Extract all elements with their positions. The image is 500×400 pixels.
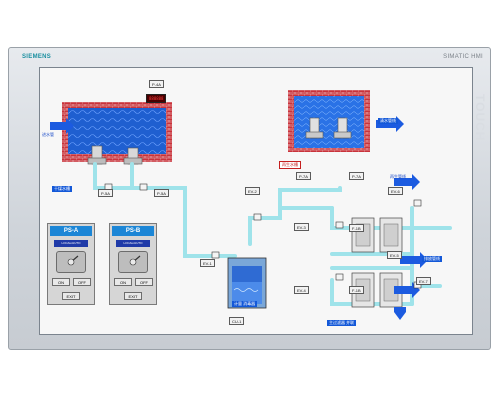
control-panel-ps-a: PS-A LOCAL/AUTO ON OFF EXIT xyxy=(47,223,95,305)
off-button[interactable]: OFF xyxy=(135,278,153,286)
valve-icon[interactable] xyxy=(335,221,344,229)
exit-button[interactable]: EXIT xyxy=(62,292,80,300)
tag-ev6: EV-6 xyxy=(388,187,403,195)
mixer-tank[interactable] xyxy=(227,257,267,309)
label-tank-right: 再生水槽 xyxy=(279,161,301,169)
tag-ev2: EV-2 xyxy=(245,187,260,195)
label-arrow-right-out: 清水管线 xyxy=(378,118,398,124)
off-button[interactable]: OFF xyxy=(73,278,91,286)
panel-title: PS-A xyxy=(50,226,92,236)
process-diagram xyxy=(50,90,452,320)
left-tank-water xyxy=(68,108,166,154)
tag-ev1: EV-1 xyxy=(200,259,215,267)
tag-f1b-2: F-1B xyxy=(349,286,364,294)
tag-cu1: CU-1 xyxy=(229,317,245,325)
tag-p5a-right: P-5A xyxy=(154,189,169,197)
tag-f1b: F-1B xyxy=(349,224,364,232)
tag-ev4: EV-4 xyxy=(294,286,309,294)
pump-icon[interactable] xyxy=(305,117,324,139)
pump-icon[interactable] xyxy=(333,117,352,139)
panel-title: PS-B xyxy=(112,226,154,236)
tag-ev7: EV-7 xyxy=(416,277,431,285)
valve-icon[interactable] xyxy=(413,199,422,207)
panel-status: LOCAL/AUTO xyxy=(54,240,88,247)
on-button[interactable]: ON xyxy=(114,278,132,286)
label-arrow-left-in: 进水管 xyxy=(42,132,54,137)
valve-icon[interactable] xyxy=(253,213,262,221)
label-arrow-right-bottom: 排放管线 xyxy=(422,256,442,262)
right-tank-water xyxy=(294,96,364,148)
tag-p7a-right: P-7A xyxy=(349,172,364,180)
tag-p7a-left: P-7A xyxy=(296,172,311,180)
touch-label: TOUCH xyxy=(473,94,487,142)
led-display: 888888 xyxy=(146,94,167,103)
valve-icon[interactable] xyxy=(139,183,148,191)
selector-dial[interactable] xyxy=(56,251,86,273)
tag-p5a-left: P-5A xyxy=(98,189,113,197)
tag-p4a: P-4A xyxy=(149,80,164,88)
on-button[interactable]: ON xyxy=(52,278,70,286)
hmi-screen: P-4A 888888 干煤水槽 进水管 P-5A P-5A 再生水槽 P-7A… xyxy=(39,67,473,335)
tag-ev5: EV-5 xyxy=(387,251,402,259)
selector-dial[interactable] xyxy=(118,251,148,273)
filter-vessel[interactable] xyxy=(379,217,403,253)
device-model: SIMATIC HMI xyxy=(443,54,483,60)
label-mixer: 计量 消毒器 xyxy=(232,301,258,307)
valve-icon[interactable] xyxy=(211,251,220,259)
valve-icon[interactable] xyxy=(335,273,344,281)
label-arrow-mid-right: 再生管线 xyxy=(390,174,406,179)
filter-vessel[interactable] xyxy=(379,272,403,308)
exit-button[interactable]: EXIT xyxy=(124,292,142,300)
panel-status: LOCAL/AUTO xyxy=(116,240,150,247)
control-panel-ps-b: PS-B LOCAL/AUTO ON OFF EXIT xyxy=(109,223,157,305)
brand-logo: SIEMENS xyxy=(22,54,52,60)
tag-ev3: EV-3 xyxy=(294,223,309,231)
label-tank-left: 干煤水槽 xyxy=(52,186,72,192)
label-filter: 主过滤器 并联 xyxy=(327,320,357,326)
